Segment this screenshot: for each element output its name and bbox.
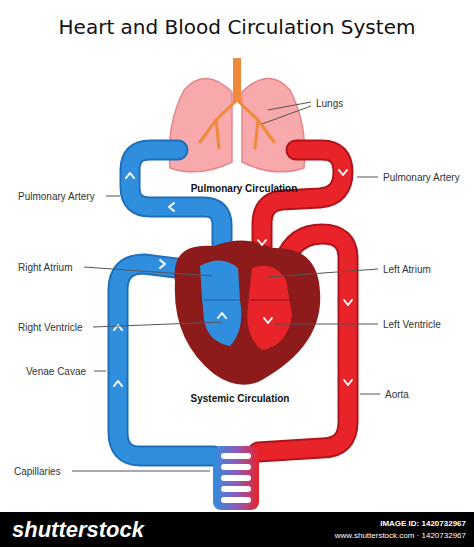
leader-line: [72, 471, 210, 472]
heart: [174, 240, 320, 384]
region-label: Systemic Circulation: [191, 392, 290, 405]
part-label: Capillaries: [14, 465, 61, 478]
trachea: [233, 58, 241, 102]
watermark-id: IMAGE ID: 1420732967: [380, 519, 466, 529]
capillaries: [213, 446, 259, 510]
right-valve: [204, 299, 240, 301]
part-label: Right Ventricle: [18, 321, 82, 334]
part-label: Venae Cavae: [26, 365, 86, 378]
part-label: Left Ventricle: [383, 318, 441, 331]
flow-arrow: [339, 170, 347, 175]
leader-line: [106, 196, 120, 197]
capillary-gap: [221, 475, 251, 481]
part-label: Aorta: [385, 388, 409, 401]
leader-line: [262, 106, 311, 124]
heart-muscle: [174, 240, 320, 384]
capillary-gap: [221, 464, 251, 470]
capillary-gap: [221, 486, 251, 492]
leader-line: [357, 177, 378, 178]
capillary-bed: [213, 446, 259, 510]
watermark-logo: shutterstock: [12, 515, 144, 544]
title: Heart and Blood Circulation System: [59, 14, 416, 40]
flow-arrow: [114, 381, 122, 386]
part-label: Right Atrium: [18, 261, 72, 274]
leader-lines: [72, 102, 380, 471]
leader-line: [94, 371, 106, 372]
region-label: Pulmonary Circulation: [191, 182, 298, 195]
lungs: [169, 58, 304, 172]
flow-arrow: [218, 313, 226, 318]
vessels: [118, 150, 348, 456]
flow-arrow: [126, 173, 134, 178]
part-label: Pulmonary Artery: [18, 190, 95, 203]
flow-arrows: [114, 170, 352, 386]
part-label: Lungs: [316, 97, 343, 110]
pulmonary-artery-vessel: [130, 150, 222, 262]
leader-line: [268, 269, 378, 277]
capillary-gap: [221, 497, 251, 503]
flow-arrow: [264, 318, 272, 323]
part-label: Left Atrium: [383, 263, 431, 276]
pulmonary-artery-outline: [130, 150, 222, 262]
left-valve: [250, 299, 290, 301]
flow-arrow: [344, 300, 352, 305]
leader-line: [84, 267, 212, 276]
footer-bar: [0, 512, 474, 547]
flow-arrow: [344, 380, 352, 385]
right-chambers: [200, 260, 241, 346]
capillary-gap: [221, 453, 251, 459]
leader-line: [360, 394, 380, 395]
flow-arrow: [258, 240, 266, 245]
flow-arrow: [160, 260, 165, 268]
left-chambers: [247, 266, 292, 350]
part-label: Pulmonary Artery: [383, 171, 460, 184]
flow-arrow: [169, 203, 174, 211]
capillary-gaps: [221, 453, 251, 503]
leader-line: [93, 322, 222, 327]
watermark-url: www.shutterstock.com · 1420732967: [335, 531, 466, 541]
leader-line: [274, 324, 378, 325]
